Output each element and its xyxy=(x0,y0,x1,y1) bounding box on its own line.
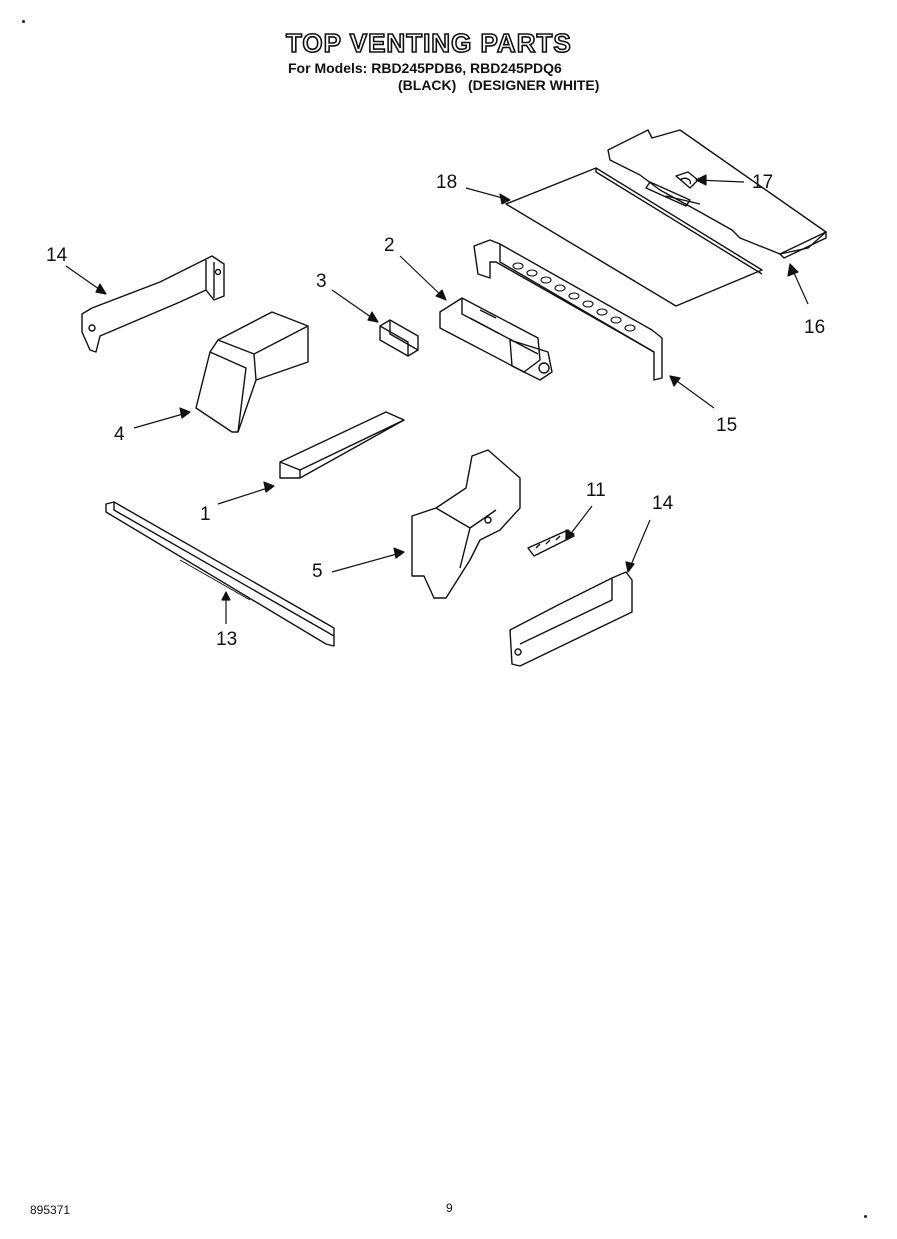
part-14-right-bracket xyxy=(509,571,633,667)
part-17-clip xyxy=(675,171,699,189)
callout-2: 2 xyxy=(384,235,395,256)
model-line-1: For Models: RBD245PDB6, RBD245PDQ6 xyxy=(288,60,562,76)
callout-4: 4 xyxy=(114,424,125,445)
part-2-switch-housing xyxy=(439,297,553,381)
callout-18: 18 xyxy=(436,172,458,193)
callout-16: 16 xyxy=(804,317,826,338)
part-14-left-bracket xyxy=(81,255,225,353)
part-16-top-panel xyxy=(607,129,827,259)
callout-11: 11 xyxy=(586,480,606,501)
model-list: For Models: RBD245PDB6, RBD245PDQ6 (BLAC… xyxy=(288,60,599,94)
page-number: 9 xyxy=(446,1201,453,1215)
part-1-channel xyxy=(279,411,405,479)
callout-13: 13 xyxy=(216,629,238,650)
corner-mark-bottom-right xyxy=(864,1215,867,1218)
part-4-duct xyxy=(195,311,309,433)
part-18-vent-plate xyxy=(505,167,763,307)
callout-3: 3 xyxy=(316,271,327,292)
callout-5: 5 xyxy=(312,561,323,582)
part-11-terminal-strip xyxy=(527,529,575,557)
callout-17: 17 xyxy=(752,172,774,193)
leader-arrows xyxy=(65,174,809,624)
part-5-curved-duct xyxy=(411,449,521,599)
callout-1: 1 xyxy=(200,504,211,525)
model-line-2: (BLACK) (DESIGNER WHITE) xyxy=(398,77,600,93)
page-title: TOP VENTING PARTS xyxy=(285,27,572,59)
callout-15: 15 xyxy=(716,415,738,436)
callout-14-left: 14 xyxy=(46,245,68,266)
callout-14-right: 14 xyxy=(652,493,674,514)
corner-mark-top-left xyxy=(22,20,25,23)
part-15-perforated-bracket xyxy=(473,239,663,381)
part-3-block xyxy=(379,319,419,357)
part-13-long-rail xyxy=(105,501,335,647)
document-number: 895371 xyxy=(30,1203,71,1217)
